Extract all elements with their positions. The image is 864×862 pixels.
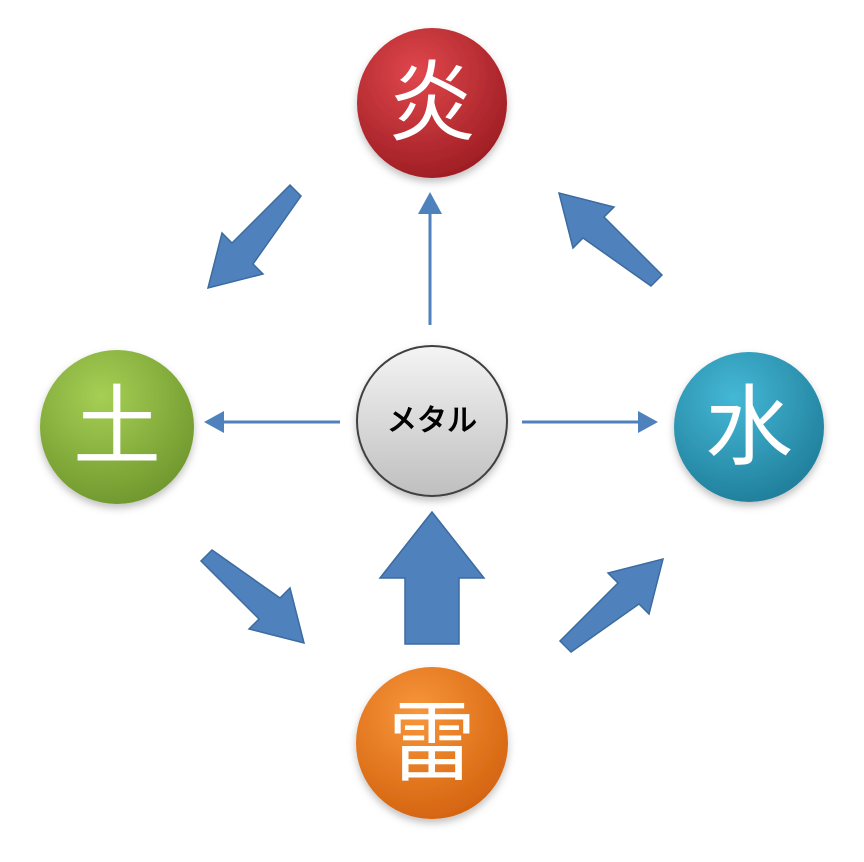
arrow-thunder-to-metal <box>378 510 486 645</box>
node-thunder <box>356 667 508 819</box>
arrow-earth-to-thunder <box>199 549 306 645</box>
arrow-metal-to-fire <box>418 192 442 325</box>
node-water-label: 水 <box>705 376 793 479</box>
node-earth-label: 土 <box>73 376 161 479</box>
node-fire-label: 炎 <box>388 52 476 155</box>
arrow-metal-to-water <box>522 411 658 433</box>
arrow-water-to-fire <box>557 191 664 287</box>
node-water <box>674 352 824 502</box>
arrow-thunder-to-water <box>558 557 665 653</box>
arrow-fire-to-earth <box>206 183 302 290</box>
node-fire <box>357 28 507 178</box>
node-earth <box>40 350 194 504</box>
node-metal-label: メタル <box>387 404 477 439</box>
arrow-metal-to-earth <box>204 411 340 433</box>
node-thunder-label: 雷 <box>388 692 476 795</box>
node-metal <box>356 345 508 497</box>
